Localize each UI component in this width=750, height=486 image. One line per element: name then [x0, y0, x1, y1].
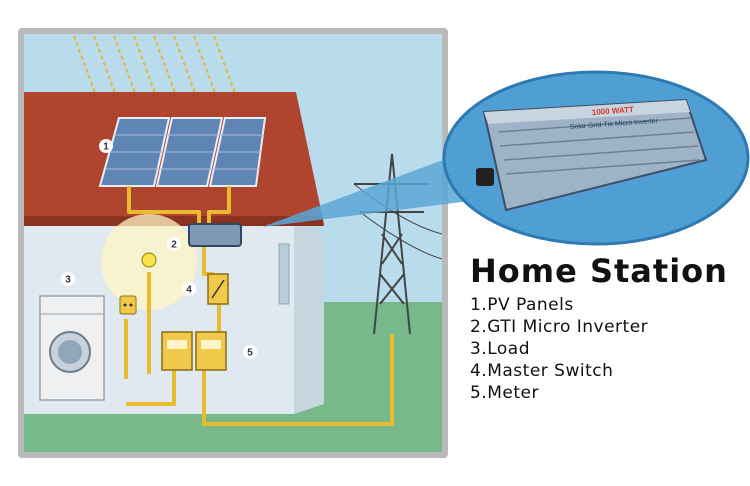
zoom-pointer — [262, 150, 478, 227]
inverter-brand-label: 1000 WATT — [592, 105, 635, 117]
list-item-meter: 5.Meter — [470, 383, 539, 403]
svg-text:4: 4 — [186, 285, 192, 296]
list-item-master-switch: 4.Master Switch — [470, 361, 614, 381]
list-item-gti-micro-inverter: 2.GTI Micro Inverter — [470, 317, 649, 337]
callout-2: 2 — [167, 237, 181, 251]
component-list: 1.PV Panels 2.GTI Micro Inverter 3.Load … — [470, 294, 740, 404]
legend: Home Station 1.PV Panels 2.GTI Micro Inv… — [470, 252, 740, 404]
callout-5: 5 — [243, 345, 257, 359]
inverter-closeup: 1000 WATT Solar Grid-Tie Micro Inverter — [476, 98, 708, 212]
lamp-bulb-icon — [141, 252, 157, 268]
list-item-load: 3.Load — [470, 339, 531, 359]
callout-3: 3 — [61, 272, 75, 286]
svg-text:1: 1 — [103, 142, 109, 153]
roof-edge — [24, 216, 324, 226]
power-outlet-icon — [119, 295, 137, 315]
meter-1 — [161, 331, 193, 371]
callout-4: 4 — [182, 282, 196, 296]
list-item-pv-panels: 1.PV Panels — [470, 295, 574, 315]
wiring — [124, 186, 394, 426]
pv-panels — [98, 117, 267, 187]
legend-title: Home Station — [470, 252, 728, 290]
home-station-illustration: 1 2 3 4 5 — [18, 28, 448, 458]
washing-machine-icon — [39, 295, 105, 401]
callout-1: 1 — [99, 139, 113, 153]
inverter-device — [188, 223, 242, 247]
svg-text:5: 5 — [247, 348, 253, 359]
svg-text:3: 3 — [65, 275, 71, 286]
house-scene: 1 2 3 4 5 — [24, 34, 442, 452]
svg-text:2: 2 — [171, 240, 177, 251]
meter-2 — [195, 331, 227, 371]
house-side-wall — [294, 199, 324, 414]
window — [278, 243, 290, 305]
